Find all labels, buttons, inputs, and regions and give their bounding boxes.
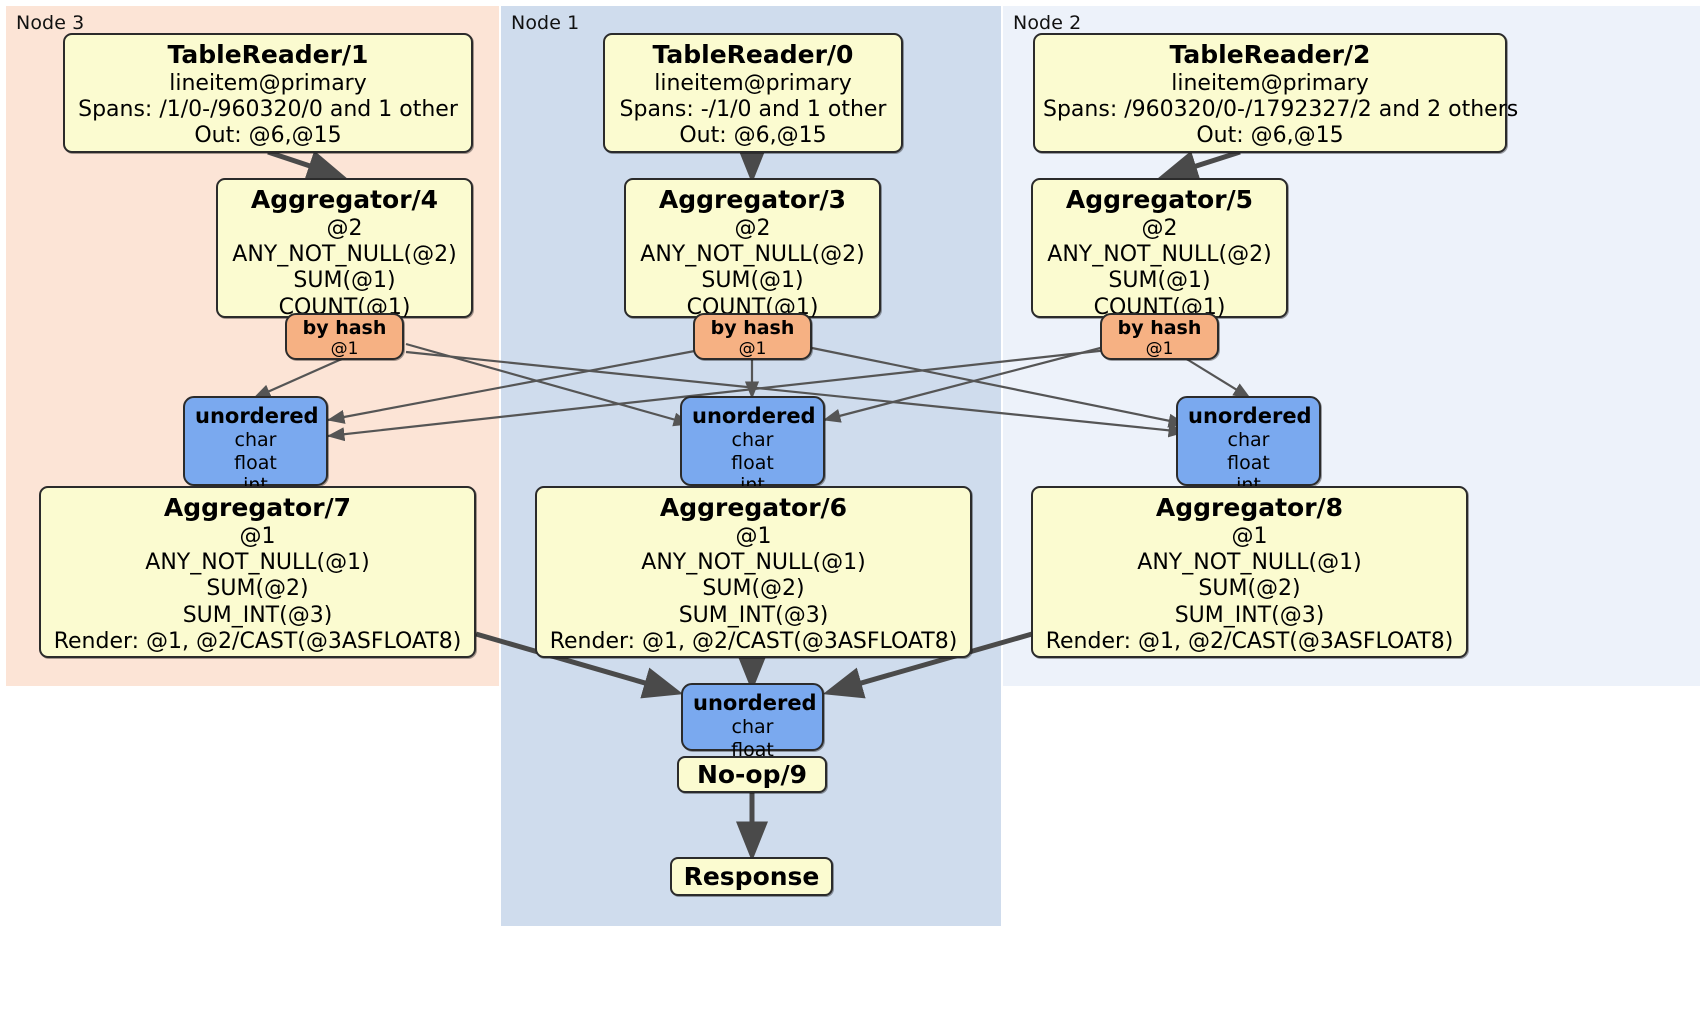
unordered-sync-node3-title: unordered: [195, 404, 319, 428]
unordered-sync-final-title: unordered: [693, 691, 817, 715]
aggregator-5-agg-0: ANY_NOT_NULL(@2): [1047, 241, 1272, 267]
response-node[interactable]: Response: [670, 857, 833, 896]
edge-hash5-sync7: [326, 348, 1109, 442]
table-reader-0-out: Out: @6,@15: [679, 123, 827, 149]
table-reader-1-out: Out: @6,@15: [194, 123, 342, 149]
aggregator-3-title: Aggregator/3: [658, 185, 847, 214]
hash-router-4-key: @1: [330, 338, 359, 359]
unordered-sync-final-type-0: char: [731, 716, 774, 739]
table-reader-1-table: lineitem@primary: [169, 70, 367, 96]
aggregator-8-render: Render: @1, @2/CAST(@3ASFLOAT8): [1045, 629, 1454, 655]
aggregator-6-group: @1: [735, 523, 772, 549]
aggregator-6-agg-2: SUM_INT(@3): [678, 602, 829, 628]
aggregator-7-title: Aggregator/7: [163, 493, 352, 522]
panel-node-1-label: Node 1: [511, 12, 580, 34]
table-reader-0[interactable]: TableReader/0 lineitem@primary Spans: -/…: [603, 33, 903, 153]
unordered-sync-node3-type-1: float: [234, 451, 277, 474]
table-reader-1[interactable]: TableReader/1 lineitem@primary Spans: /1…: [63, 33, 473, 153]
aggregator-6-title: Aggregator/6: [659, 493, 848, 522]
edge-agg7-sync9: [475, 631, 684, 699]
edge-hash4-sync7: [252, 356, 345, 400]
table-reader-2-title: TableReader/2: [1169, 40, 1371, 69]
table-reader-2-table: lineitem@primary: [1171, 70, 1369, 96]
panel-node-2-label: Node 2: [1013, 12, 1082, 34]
unordered-sync-node1-title: unordered: [692, 404, 816, 428]
aggregator-8[interactable]: Aggregator/8 @1 ANY_NOT_NULL(@1) SUM(@2)…: [1031, 486, 1468, 658]
aggregator-7[interactable]: Aggregator/7 @1 ANY_NOT_NULL(@1) SUM(@2)…: [39, 486, 476, 658]
unordered-sync-node1-type-0: char: [731, 429, 774, 452]
unordered-sync-node1[interactable]: unordered char float int: [680, 396, 825, 496]
unordered-sync-node3[interactable]: unordered char float int: [183, 396, 328, 496]
table-reader-1-title: TableReader/1: [167, 40, 369, 69]
aggregator-6-agg-0: ANY_NOT_NULL(@1): [641, 549, 866, 575]
hash-router-4[interactable]: by hash @1: [285, 313, 404, 360]
edge-hash5-sync6: [822, 344, 1109, 423]
unordered-sync-node2-type-0: char: [1227, 429, 1270, 452]
aggregator-8-title: Aggregator/8: [1155, 493, 1344, 522]
table-reader-2-out: Out: @6,@15: [1196, 123, 1344, 149]
edge-agg8-sync9: [822, 631, 1033, 699]
aggregator-6[interactable]: Aggregator/6 @1 ANY_NOT_NULL(@1) SUM(@2)…: [535, 486, 972, 658]
aggregator-3[interactable]: Aggregator/3 @2 ANY_NOT_NULL(@2) SUM(@1)…: [624, 178, 881, 320]
edge-tr1-agg4: [267, 149, 348, 181]
aggregator-7-agg-1: SUM(@2): [206, 576, 309, 602]
hash-router-3-title: by hash: [710, 317, 795, 339]
aggregator-3-agg-1: SUM(@1): [701, 268, 804, 294]
edge-hash3-sync7: [326, 348, 701, 424]
hash-router-5-title: by hash: [1117, 317, 1202, 339]
no-op-9-label: No-op/9: [696, 760, 808, 789]
aggregator-5[interactable]: Aggregator/5 @2 ANY_NOT_NULL(@2) SUM(@1)…: [1031, 178, 1288, 320]
aggregator-8-agg-2: SUM_INT(@3): [1174, 602, 1325, 628]
hash-router-4-title: by hash: [302, 317, 387, 339]
aggregator-8-group: @1: [1231, 523, 1268, 549]
edge-hash5-sync8: [1184, 357, 1251, 399]
hash-router-3[interactable]: by hash @1: [693, 313, 812, 360]
edge-hash4-sync8: [405, 350, 1187, 438]
unordered-sync-node2[interactable]: unordered char float int: [1176, 396, 1321, 496]
edge-hash3-sync8: [811, 346, 1187, 428]
table-reader-0-title: TableReader/0: [652, 40, 854, 69]
aggregator-4-agg-1: SUM(@1): [293, 268, 396, 294]
table-reader-2-spans: Spans: /960320/0-/1792327/2 and 2 others: [1043, 96, 1519, 122]
aggregator-3-group: @2: [734, 215, 771, 241]
aggregator-6-agg-1: SUM(@2): [702, 576, 805, 602]
aggregator-7-render: Render: @1, @2/CAST(@3ASFLOAT8): [53, 629, 462, 655]
aggregator-4-title: Aggregator/4: [250, 185, 439, 214]
hash-router-3-key: @1: [738, 338, 767, 359]
edge-tr2-agg5: [1157, 149, 1241, 182]
aggregator-4[interactable]: Aggregator/4 @2 ANY_NOT_NULL(@2) SUM(@1)…: [216, 178, 473, 320]
aggregator-6-render: Render: @1, @2/CAST(@3ASFLOAT8): [549, 629, 958, 655]
panel-node-3-label: Node 3: [16, 12, 85, 34]
aggregator-5-group: @2: [1141, 215, 1178, 241]
unordered-sync-final-type-1: float: [731, 738, 774, 761]
aggregator-8-agg-1: SUM(@2): [1198, 576, 1301, 602]
table-reader-1-spans: Spans: /1/0-/960320/0 and 1 other: [78, 96, 458, 122]
hash-router-5[interactable]: by hash @1: [1100, 313, 1219, 360]
aggregator-5-agg-1: SUM(@1): [1108, 268, 1211, 294]
unordered-sync-final[interactable]: unordered char float: [681, 683, 824, 761]
aggregator-4-group: @2: [326, 215, 363, 241]
response-node-label: Response: [683, 862, 820, 891]
unordered-sync-node1-type-1: float: [731, 451, 774, 474]
unordered-sync-node2-type-1: float: [1227, 451, 1270, 474]
hash-router-5-key: @1: [1145, 338, 1174, 359]
aggregator-7-agg-0: ANY_NOT_NULL(@1): [145, 549, 370, 575]
aggregator-7-agg-2: SUM_INT(@3): [182, 602, 333, 628]
table-reader-0-table: lineitem@primary: [654, 70, 852, 96]
unordered-sync-node3-type-0: char: [234, 429, 277, 452]
aggregator-4-agg-0: ANY_NOT_NULL(@2): [232, 241, 457, 267]
aggregator-3-agg-0: ANY_NOT_NULL(@2): [640, 241, 865, 267]
table-reader-0-spans: Spans: -/1/0 and 1 other: [619, 96, 887, 122]
unordered-sync-node2-title: unordered: [1188, 404, 1312, 428]
aggregator-8-agg-0: ANY_NOT_NULL(@1): [1137, 549, 1362, 575]
table-reader-2[interactable]: TableReader/2 lineitem@primary Spans: /9…: [1033, 33, 1519, 153]
aggregator-5-title: Aggregator/5: [1065, 185, 1254, 214]
no-op-9[interactable]: No-op/9: [677, 756, 827, 793]
aggregator-7-group: @1: [239, 523, 276, 549]
